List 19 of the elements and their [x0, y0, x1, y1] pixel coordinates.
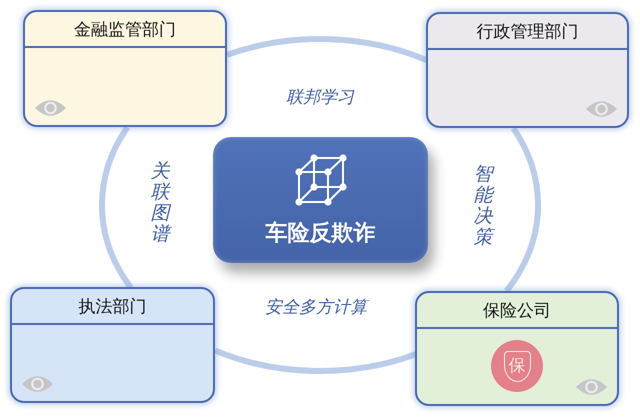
department-card [10, 287, 215, 403]
ring-arc [214, 348, 416, 374]
card-title: 金融监管部门 [74, 18, 176, 40]
card-title: 行政管理部门 [476, 20, 578, 42]
ring-arc [504, 126, 541, 293]
ring-arc [99, 126, 134, 290]
hub-box [213, 137, 428, 263]
tech-label: 智能决策 [474, 164, 492, 248]
department-card [426, 12, 629, 128]
shield-badge: 保 [491, 340, 543, 392]
tech-label: 关联图谱 [150, 161, 170, 245]
tech-label: 联邦学习 [286, 86, 354, 108]
hub-title: 车险反欺诈 [266, 220, 376, 248]
ring-arc [226, 36, 428, 64]
card-title: 保险公司 [483, 300, 551, 322]
tech-label: 安全多方计算 [265, 296, 367, 318]
department-card [415, 291, 619, 406]
department-card [23, 10, 227, 127]
card-title: 执法部门 [78, 296, 146, 318]
